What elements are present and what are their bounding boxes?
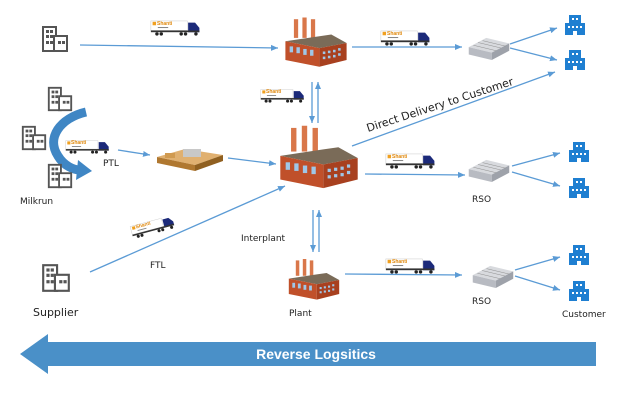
direct-delivery-label: Direct Delivery to Customer: [365, 75, 516, 135]
plant-label: Plant: [289, 309, 312, 319]
truck-logo-text: Shanti: [392, 259, 408, 265]
interplant-label: Interplant: [241, 234, 286, 244]
customer-icon: [569, 142, 589, 162]
supplier-label: Supplier: [33, 306, 79, 319]
arrow-rso-to-customer: [514, 275, 561, 291]
milkrun-arrowhead: [76, 160, 92, 180]
supplier-building-icon: [42, 264, 70, 292]
truck-logo-text: Shanti: [71, 140, 87, 146]
truck-logo-text: Shanti: [387, 31, 403, 37]
rso-label: RSO: [472, 195, 491, 205]
customer-icon: [569, 245, 589, 265]
arrow-rso-to-customer: [511, 151, 561, 167]
main-plant-factory-icon: [280, 125, 358, 189]
ftl-label: FTL: [150, 261, 166, 271]
truck-logo-text: Shanti: [157, 21, 173, 27]
arrow-source-to-plant: [79, 44, 279, 51]
arrow-supplier-to-plant: [89, 185, 286, 273]
arrow-rso-to-customer: [511, 171, 561, 187]
ptl-label: PTL: [103, 159, 119, 169]
rso-warehouse-icon: [468, 37, 510, 61]
truck-logo-text: Shanti: [266, 89, 282, 95]
rso-warehouse-icon: [472, 265, 514, 289]
plant-top-factory-icon: [285, 17, 347, 67]
plant-factory-icon: [288, 259, 340, 300]
arrow-rso-to-customer: [509, 47, 558, 62]
customer-icon: [569, 178, 589, 198]
arrow-plant-to-rso: [364, 171, 466, 178]
arrow-rso-to-customer: [509, 27, 558, 45]
arrow-rso-to-customer: [514, 256, 561, 271]
arrow-consolidation-to-plant: [227, 157, 277, 167]
milkrun-label: Milkrun: [20, 197, 53, 207]
milkrun-curve-arrow: [49, 107, 88, 175]
consolidation-center-icon: [157, 149, 223, 171]
arrow-ptl-to-consolidation: [117, 149, 151, 157]
reverse-logistics-label: Reverse Logsitics: [256, 346, 376, 362]
customer-icon: [569, 281, 589, 301]
arrow-plant-to-rso: [344, 271, 463, 278]
customer-label: Customer: [562, 310, 606, 320]
milkrun-building-icon: [47, 86, 73, 112]
reverse-logistics-arrow: [20, 334, 596, 374]
arrow-direct-delivery: [351, 71, 556, 147]
truck-logo-text: Shanti: [392, 154, 408, 160]
milkrun-building-icon: [21, 125, 47, 151]
customer-icon: [565, 15, 585, 35]
truck-logo-text: Shanti: [135, 220, 152, 230]
customer-icon: [565, 50, 585, 70]
rso-label: RSO: [472, 297, 491, 307]
ftl-truck: Shanti: [129, 215, 176, 240]
source-building-icon: [42, 26, 68, 52]
rso-warehouse-icon: [468, 159, 510, 183]
